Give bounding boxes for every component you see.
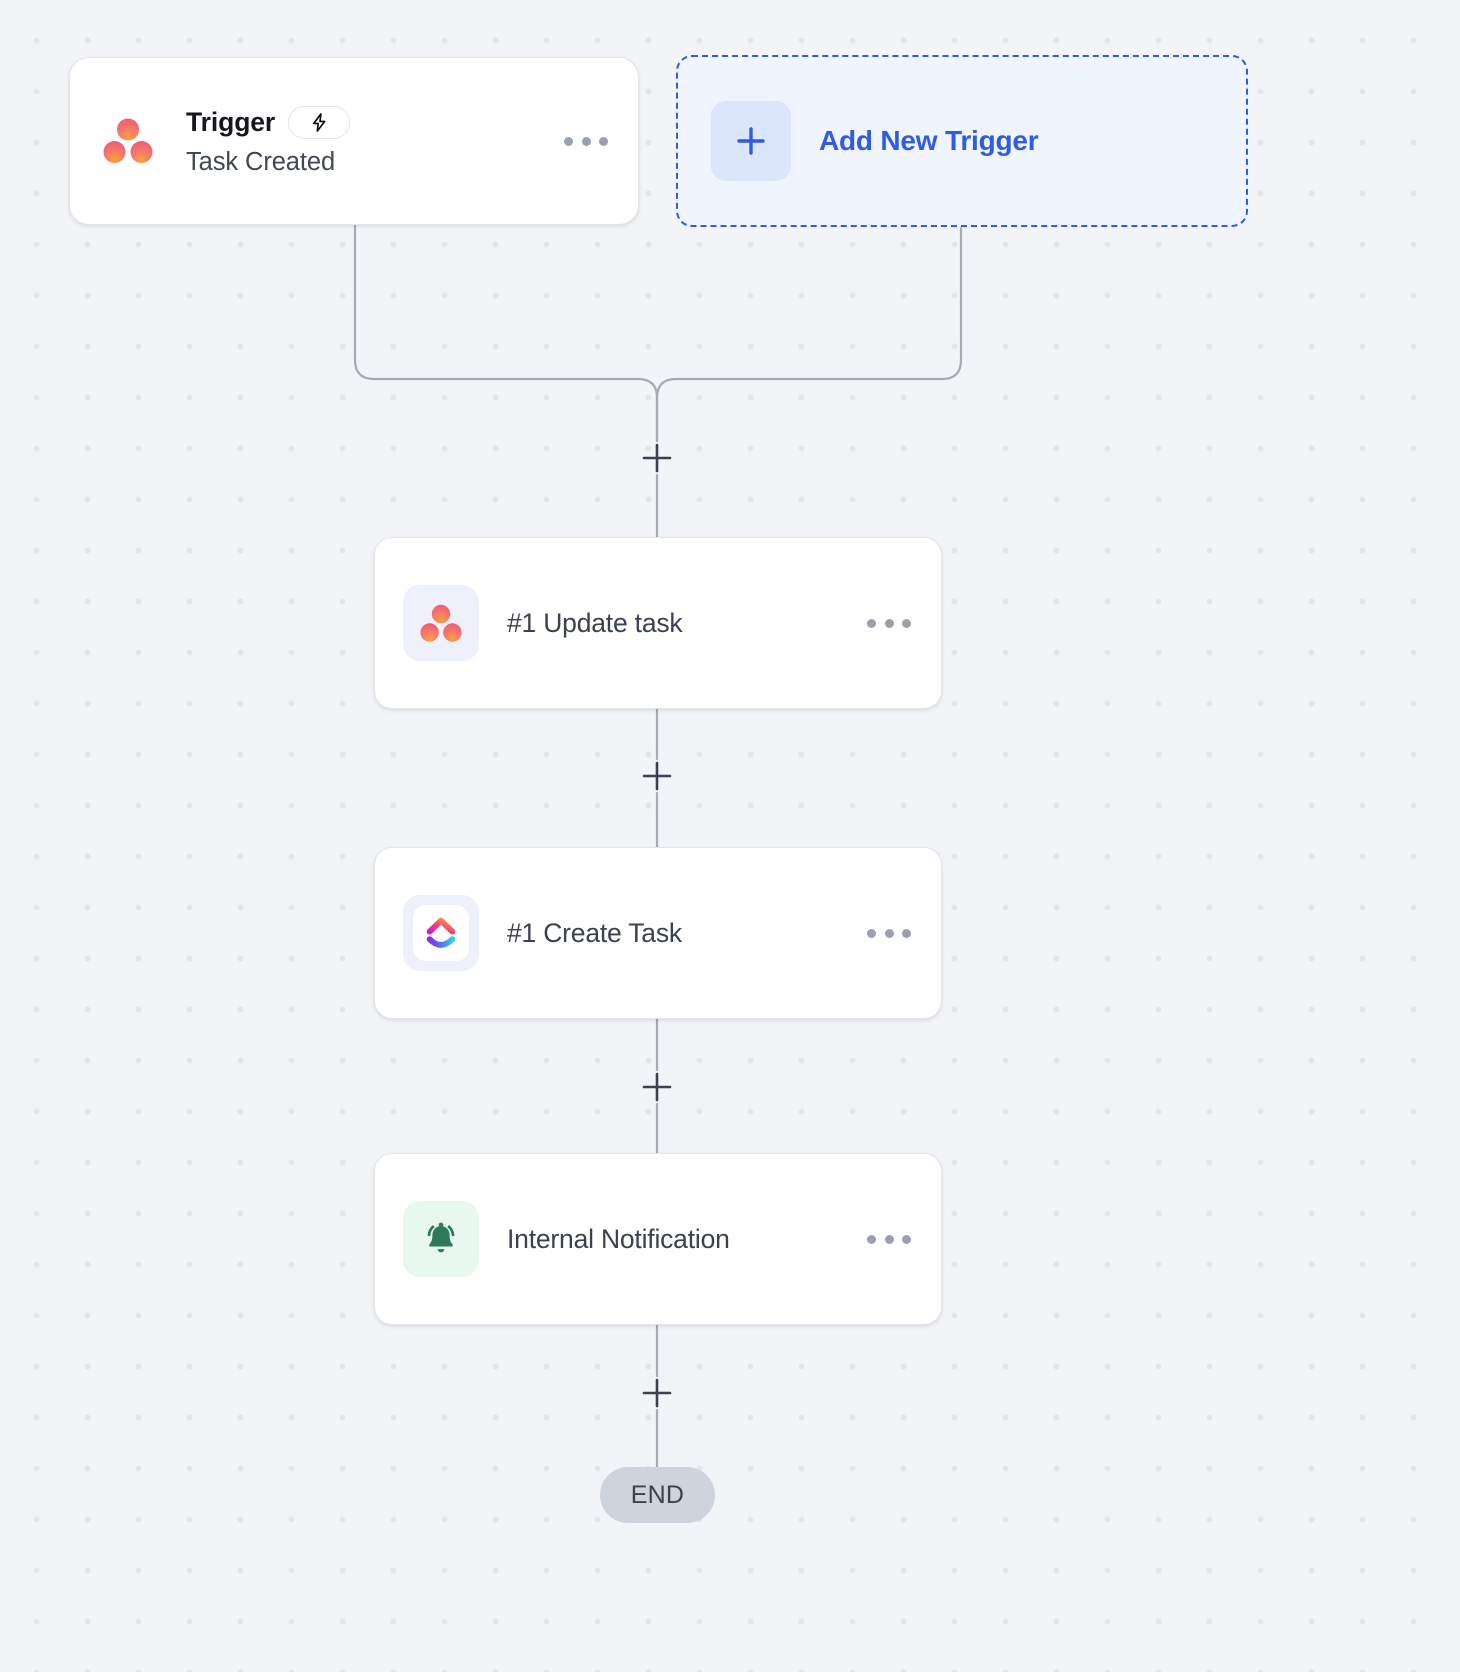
add-new-trigger-label: Add New Trigger — [819, 125, 1039, 156]
step-label: Internal Notification — [507, 1223, 730, 1254]
end-node: END — [600, 1467, 715, 1523]
step-card-internal-notification[interactable]: Internal Notification — [374, 1153, 942, 1325]
add-step-button-0[interactable] — [640, 441, 674, 475]
trigger-subtitle: Task Created — [186, 147, 336, 176]
asana-logo-icon — [102, 115, 154, 167]
ellipsis-icon[interactable] — [867, 1234, 911, 1244]
bell-icon — [403, 1201, 479, 1277]
trigger-text-block: Trigger Task Created — [186, 105, 564, 177]
ellipsis-icon[interactable] — [867, 618, 911, 628]
step-card-update-task[interactable]: #1 Update task — [374, 537, 942, 709]
ellipsis-icon[interactable] — [867, 928, 911, 938]
clickup-logo-icon — [403, 895, 479, 971]
add-step-button-2[interactable] — [640, 1070, 674, 1104]
add-step-button-1[interactable] — [640, 759, 674, 793]
step-card-create-task[interactable]: #1 Create Task — [374, 847, 942, 1019]
lightning-bolt-icon — [288, 105, 351, 139]
trigger-card[interactable]: Trigger Task Created — [69, 57, 639, 225]
plus-icon[interactable] — [711, 101, 791, 181]
end-label: END — [630, 1480, 685, 1509]
trigger-title: Trigger — [186, 106, 276, 137]
ellipsis-icon[interactable] — [564, 136, 608, 146]
step-label: #1 Create Task — [507, 917, 682, 948]
asana-logo-icon — [403, 585, 479, 661]
step-label: #1 Update task — [507, 607, 683, 638]
add-step-button-3[interactable] — [640, 1376, 674, 1410]
add-new-trigger-card[interactable]: Add New Trigger — [676, 55, 1248, 227]
